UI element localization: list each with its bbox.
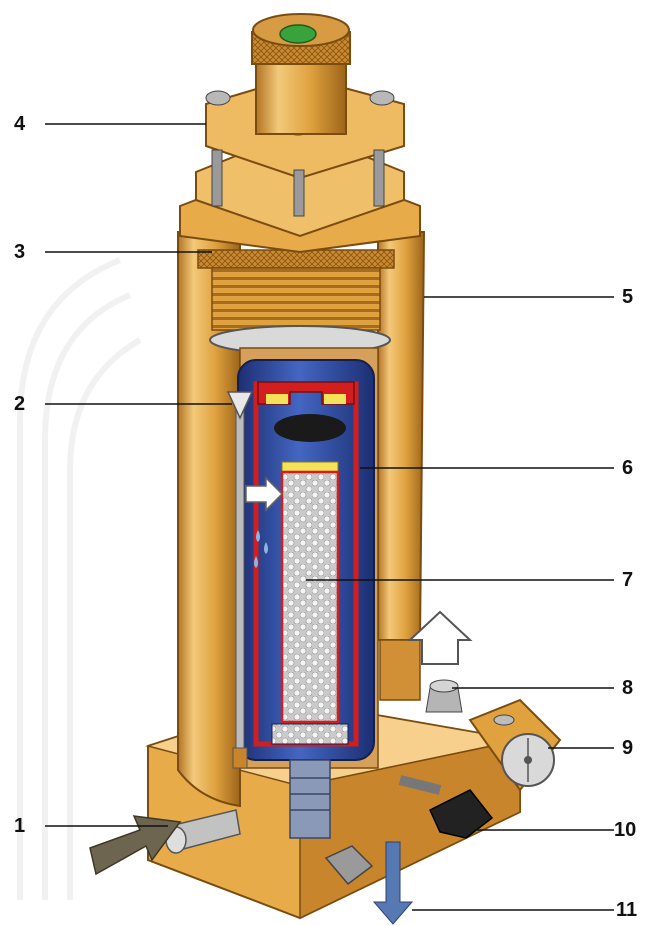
callout-number-8: 8 — [622, 677, 634, 699]
callout-number-3: 3 — [14, 241, 26, 263]
background-watermark — [17, 257, 142, 900]
callout-number-5: 5 — [622, 286, 634, 308]
callout-number-10: 10 — [614, 819, 637, 841]
center-stem — [289, 759, 331, 839]
callout-number-7: 7 — [622, 569, 634, 591]
drain-valve-knob — [324, 775, 494, 886]
leader-lines — [45, 123, 614, 911]
callout-number-6: 6 — [622, 457, 634, 479]
moisture-drops — [245, 476, 284, 568]
outlet-gauge-assembly — [379, 639, 562, 792]
flow-arrows — [89, 610, 473, 925]
callout-number-1: 1 — [14, 815, 26, 837]
callout-number-4: 4 — [14, 113, 26, 135]
head-assembly — [179, 13, 421, 254]
callout-number-9: 9 — [622, 737, 634, 759]
callout-number-11: 11 — [616, 899, 638, 921]
callout-number-2: 2 — [14, 393, 26, 415]
filter-cartridge — [237, 359, 375, 761]
drain-rod — [226, 391, 254, 769]
